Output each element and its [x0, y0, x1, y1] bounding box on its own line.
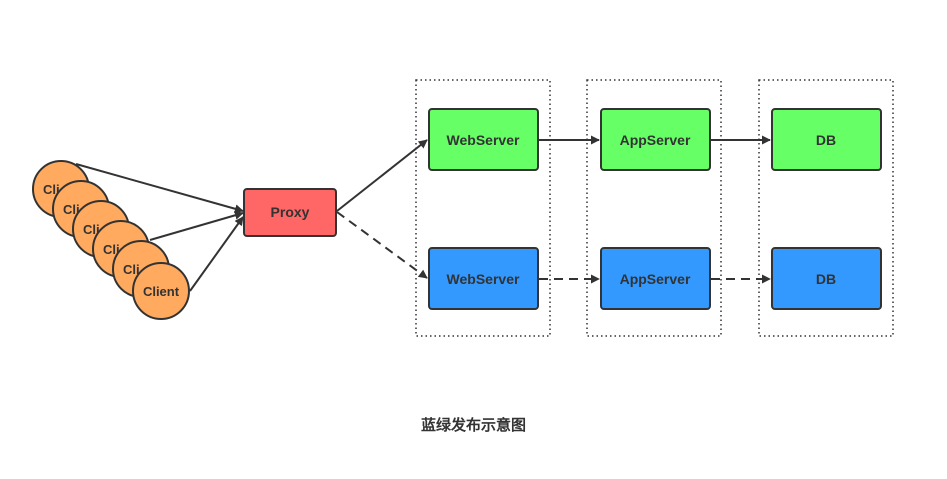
client-label: Cli — [43, 182, 60, 197]
green-webserver-node — [428, 108, 539, 171]
proxy-node — [243, 188, 337, 237]
blue-appserver-node — [600, 247, 711, 310]
appserver-group-frame — [586, 79, 722, 337]
blue-webserver-label: WebServer — [447, 271, 520, 287]
client-label: Cli — [103, 242, 120, 257]
client-to-proxy-arrow — [189, 216, 244, 292]
blue-webserver-node — [428, 247, 539, 310]
client-stack: Cli Cli Cli Cli Cli Client — [32, 160, 190, 320]
proxy-to-blue-arrow — [336, 211, 428, 279]
proxy-label: Proxy — [271, 204, 310, 220]
client-label: Cli — [83, 222, 100, 237]
client-label: Cli — [123, 262, 140, 277]
green-db-node — [771, 108, 882, 171]
blue-db-label: DB — [816, 271, 836, 287]
diagram-caption: 蓝绿发布示意图 — [420, 416, 526, 434]
proxy-to-green-arrow — [336, 139, 428, 212]
webserver-group-frame — [415, 79, 551, 337]
green-webserver-label: WebServer — [447, 132, 520, 148]
client-node — [132, 262, 190, 320]
green-appserver-label: AppServer — [620, 132, 691, 148]
db-group-frame — [758, 79, 894, 337]
green-db-label: DB — [816, 132, 836, 148]
client-label: Cli — [63, 202, 80, 217]
blue-db-node — [771, 247, 882, 310]
client-label: Client — [143, 284, 180, 299]
green-appserver-node — [600, 108, 711, 171]
client-to-proxy-arrow — [149, 210, 244, 241]
blue-appserver-label: AppServer — [620, 271, 691, 287]
client-to-proxy-arrow — [75, 163, 244, 214]
